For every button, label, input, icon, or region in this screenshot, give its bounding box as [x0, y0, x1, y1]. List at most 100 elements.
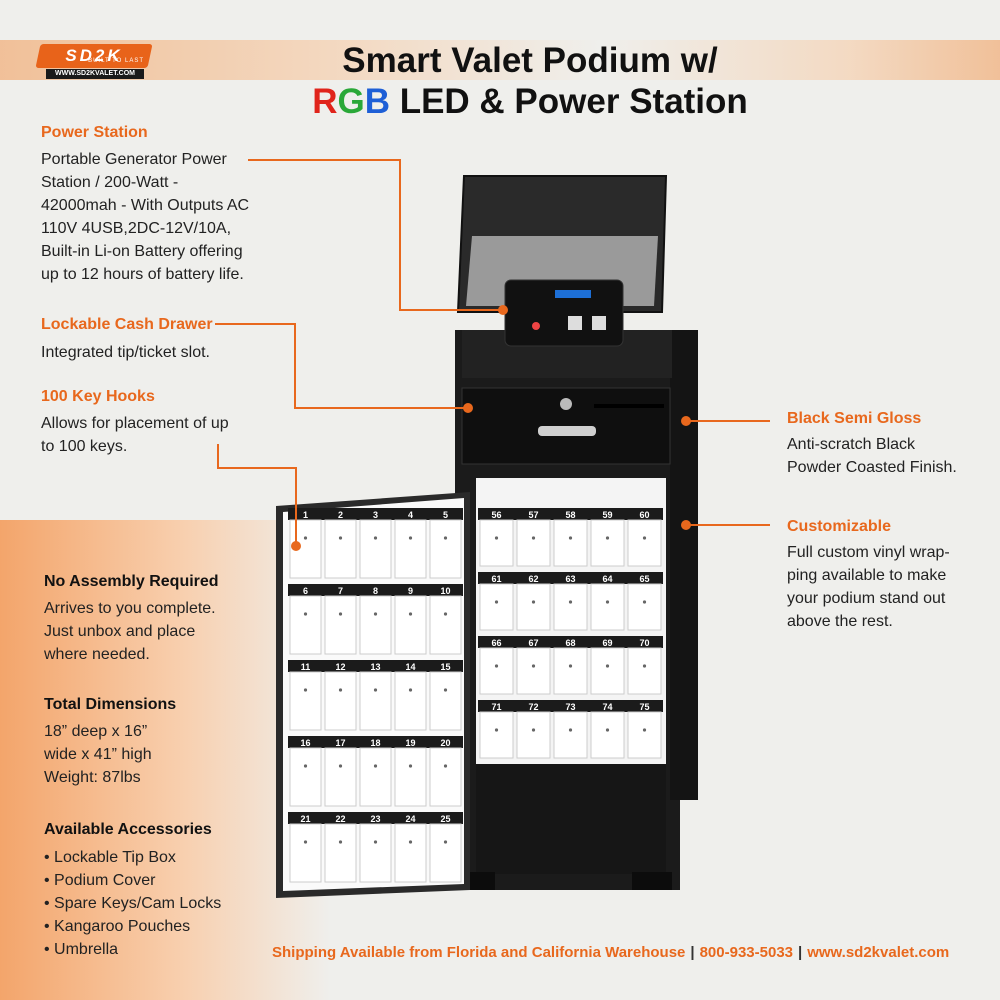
door-key-hook-icon[interactable] [408, 688, 413, 692]
cabinet-key-slot [516, 519, 551, 567]
door-key-number: 23 [370, 814, 380, 824]
door-key-row-band [288, 508, 463, 520]
cabinet-key-hook-icon[interactable] [568, 536, 573, 540]
door-key-slot [429, 595, 462, 655]
door-key-hook-icon[interactable] [373, 688, 378, 692]
cabinet-key-number: 71 [491, 702, 501, 712]
door-key-number: 21 [300, 814, 310, 824]
door-key-hook-icon[interactable] [338, 764, 343, 768]
cabinet-key-number: 56 [491, 510, 501, 520]
door-key-number: 18 [370, 738, 380, 748]
feature-line: Integrated tip/ticket slot. [41, 344, 210, 361]
footer-phone[interactable]: 800-933-5033 [699, 944, 794, 961]
no-assembly-body: Arrives to you complete. Just unbox and … [44, 597, 216, 666]
door-key-hook-icon[interactable] [443, 612, 448, 616]
cabinet-key-slot [479, 583, 514, 631]
logo-wordmark: SD2K [65, 46, 123, 65]
ac-outlet-icon [592, 316, 606, 330]
door-key-hook-icon[interactable] [443, 764, 448, 768]
door-key-hook-icon[interactable] [443, 688, 448, 692]
door-key-hook-icon[interactable] [408, 536, 413, 540]
door-key-hook-icon[interactable] [408, 612, 413, 616]
accessory-item: Podium Cover [44, 869, 221, 892]
cabinet-key-hook-icon[interactable] [642, 728, 647, 732]
door-key-hook-icon[interactable] [443, 840, 448, 844]
top-gradient-band [0, 40, 1000, 80]
feature-line: your podium stand out [787, 590, 946, 607]
cabinet-key-hook-icon[interactable] [605, 728, 610, 732]
cabinet-key-hook-icon[interactable] [494, 600, 499, 604]
feature-finish-heading: Black Semi Gloss [787, 410, 922, 427]
cabinet-key-hook-icon[interactable] [531, 536, 536, 540]
cabinet-key-hook-icon[interactable] [531, 600, 536, 604]
door-key-number: 2 [338, 510, 343, 520]
door-key-hook-icon[interactable] [408, 764, 413, 768]
cabinet-key-hook-icon[interactable] [568, 600, 573, 604]
brand-logo[interactable]: SD2K BUILT TO LAST WWW.SD2KVALET.COM [35, 44, 153, 80]
door-key-hook-icon[interactable] [373, 764, 378, 768]
drawer-lock-icon[interactable] [560, 398, 572, 410]
cabinet-key-number: 70 [639, 638, 649, 648]
cabinet-key-hook-icon[interactable] [605, 536, 610, 540]
cabinet-key-number: 65 [639, 574, 649, 584]
door-key-hook-icon[interactable] [373, 536, 378, 540]
door-key-hook-icon[interactable] [303, 536, 308, 540]
cabinet-key-hook-icon[interactable] [494, 536, 499, 540]
tip-slot [594, 404, 664, 408]
door-key-hook-icon[interactable] [338, 536, 343, 540]
feature-key-hooks-heading: 100 Key Hooks [41, 388, 155, 405]
cabinet-key-row-band [478, 700, 663, 712]
cabinet-key-slot [627, 711, 662, 759]
cabinet-key-hook-icon[interactable] [605, 600, 610, 604]
door-key-hook-icon[interactable] [338, 612, 343, 616]
footer-shipping: Shipping Available from Florida and Cali… [272, 944, 686, 961]
cabinet-key-number: 74 [602, 702, 612, 712]
feature-key-hooks-body: Allows for placement of up to 100 keys. [41, 412, 229, 458]
cabinet-key-hook-icon[interactable] [494, 664, 499, 668]
callout-dot [291, 541, 301, 551]
door-key-hook-icon[interactable] [408, 840, 413, 844]
door-key-hook-icon[interactable] [443, 536, 448, 540]
cabinet-key-hook-icon[interactable] [568, 664, 573, 668]
info-line: Arrives to you complete. [44, 600, 216, 617]
feature-finish-body: Anti-scratch Black Powder Coasted Finish… [787, 433, 957, 479]
door-key-number: 8 [373, 586, 378, 596]
door-key-hook-icon[interactable] [303, 612, 308, 616]
cabinet-key-number: 66 [491, 638, 501, 648]
door-key-number: 4 [408, 510, 413, 520]
podium-side-panel [670, 330, 698, 800]
door-key-hook-icon[interactable] [373, 840, 378, 844]
door-key-hook-icon[interactable] [303, 764, 308, 768]
cabinet-key-hook-icon[interactable] [531, 664, 536, 668]
cabinet-key-hook-icon[interactable] [605, 664, 610, 668]
door-key-number: 24 [405, 814, 415, 824]
door-key-slot [289, 595, 322, 655]
cabinet-key-hook-icon[interactable] [642, 600, 647, 604]
cabinet-key-hook-icon[interactable] [531, 728, 536, 732]
cabinet-key-hook-icon[interactable] [642, 664, 647, 668]
door-key-hook-icon[interactable] [338, 840, 343, 844]
door-key-slot [359, 671, 392, 731]
door-key-number: 3 [373, 510, 378, 520]
drawer-handle[interactable] [538, 426, 596, 436]
door-key-slot [394, 519, 427, 579]
door-key-hook-icon[interactable] [373, 612, 378, 616]
feature-customizable-heading: Customizable [787, 518, 892, 535]
feature-line: up to 12 hours of battery life. [41, 266, 244, 283]
callout-line-key-hooks [217, 444, 297, 542]
cabinet-key-slot [516, 583, 551, 631]
cabinet-key-slot [479, 711, 514, 759]
cabinet-key-hook-icon[interactable] [494, 728, 499, 732]
footer-website[interactable]: www.sd2kvalet.com [807, 944, 950, 961]
door-key-slot [429, 823, 462, 883]
cabinet-key-hook-icon[interactable] [642, 536, 647, 540]
door-key-hook-icon[interactable] [303, 688, 308, 692]
door-key-hook-icon[interactable] [303, 840, 308, 844]
cabinet-key-slot [553, 711, 588, 759]
accessory-item: Umbrella [44, 938, 221, 961]
door-key-slot [394, 747, 427, 807]
dimensions-heading: Total Dimensions [44, 696, 177, 713]
cabinet-key-hook-icon[interactable] [568, 728, 573, 732]
door-key-hook-icon[interactable] [338, 688, 343, 692]
